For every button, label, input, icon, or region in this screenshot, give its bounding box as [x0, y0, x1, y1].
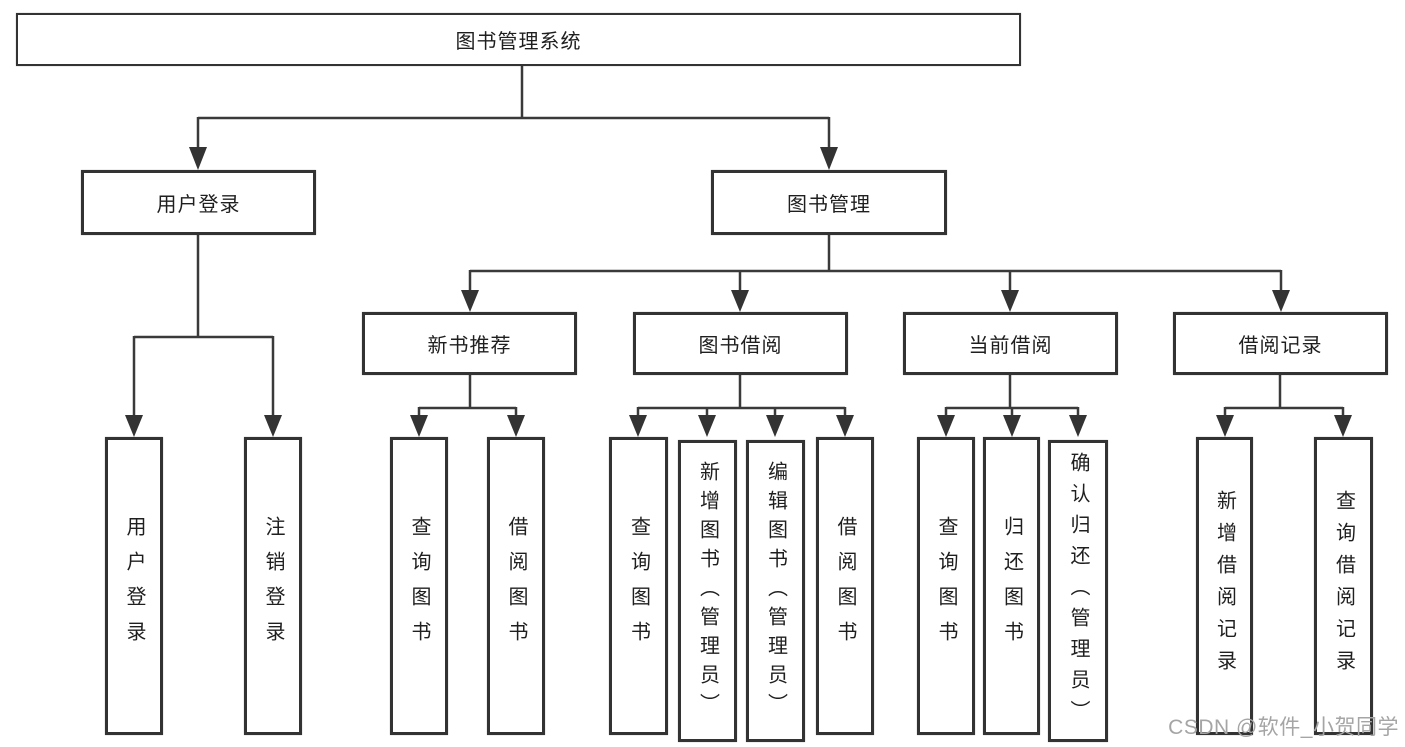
- node-cb-return-books-label: 归还图书: [1000, 516, 1023, 656]
- node-nbr-borrow-books-label: 借阅图书: [505, 516, 527, 656]
- node-book-management: 图书管理: [711, 170, 947, 235]
- node-book-borrow: 图书借阅: [633, 312, 848, 375]
- node-bb-borrow-books-label: 借阅图书: [834, 516, 856, 656]
- node-login-label: 用户登录: [123, 516, 145, 656]
- node-bb-edit-book-admin: 编辑图书（管理员）: [746, 440, 805, 742]
- node-user-login: 用户登录: [81, 170, 316, 235]
- node-book-management-label: 图书管理: [787, 194, 871, 216]
- node-system-root: 图书管理系统: [16, 13, 1021, 66]
- node-nbr-query-books: 查询图书: [390, 437, 448, 735]
- node-nbr-query-books-label: 查询图书: [408, 516, 430, 656]
- node-cb-query-books-label: 查询图书: [935, 516, 957, 656]
- node-bb-add-book-admin: 新增图书（管理员）: [678, 440, 737, 742]
- node-login: 用户登录: [105, 437, 163, 735]
- node-bb-query-books: 查询图书: [609, 437, 668, 735]
- node-nbr-borrow-books: 借阅图书: [487, 437, 545, 735]
- node-book-borrow-label: 图书借阅: [698, 335, 783, 357]
- node-cb-return-books: 归还图书: [983, 437, 1040, 735]
- node-br-add-record: 新增借阅记录: [1196, 437, 1253, 735]
- node-br-query-record: 查询借阅记录: [1314, 437, 1373, 735]
- node-br-add-record-label: 新增借阅记录: [1213, 490, 1236, 682]
- node-user-login-label: 用户登录: [156, 194, 241, 216]
- node-borrow-records-label: 借阅记录: [1238, 335, 1323, 357]
- node-system-root-label: 图书管理系统: [455, 31, 582, 53]
- watermark-text: CSDN @软件_小贺同学: [1168, 716, 1399, 739]
- node-borrow-records: 借阅记录: [1173, 312, 1388, 375]
- node-bb-borrow-books: 借阅图书: [816, 437, 874, 735]
- node-cb-confirm-return-admin: 确认归还（管理员）: [1048, 440, 1108, 742]
- node-new-book-recommend-label: 新书推荐: [427, 335, 512, 357]
- node-logout-label: 注销登录: [262, 516, 284, 656]
- node-current-borrow: 当前借阅: [903, 312, 1118, 375]
- node-bb-query-books-label: 查询图书: [627, 516, 650, 656]
- node-bb-edit-book-admin-label: 编辑图书（管理员）: [764, 460, 787, 722]
- node-bb-add-book-admin-label: 新增图书（管理员）: [696, 460, 719, 722]
- arrowheads: [125, 147, 1352, 437]
- node-logout: 注销登录: [244, 437, 302, 735]
- node-cb-query-books: 查询图书: [917, 437, 975, 735]
- node-cb-confirm-return-admin-label: 确认归还（管理员）: [1067, 451, 1089, 731]
- node-new-book-recommend: 新书推荐: [362, 312, 577, 375]
- node-current-borrow-label: 当前借阅: [968, 335, 1053, 357]
- node-br-query-record-label: 查询借阅记录: [1332, 490, 1355, 682]
